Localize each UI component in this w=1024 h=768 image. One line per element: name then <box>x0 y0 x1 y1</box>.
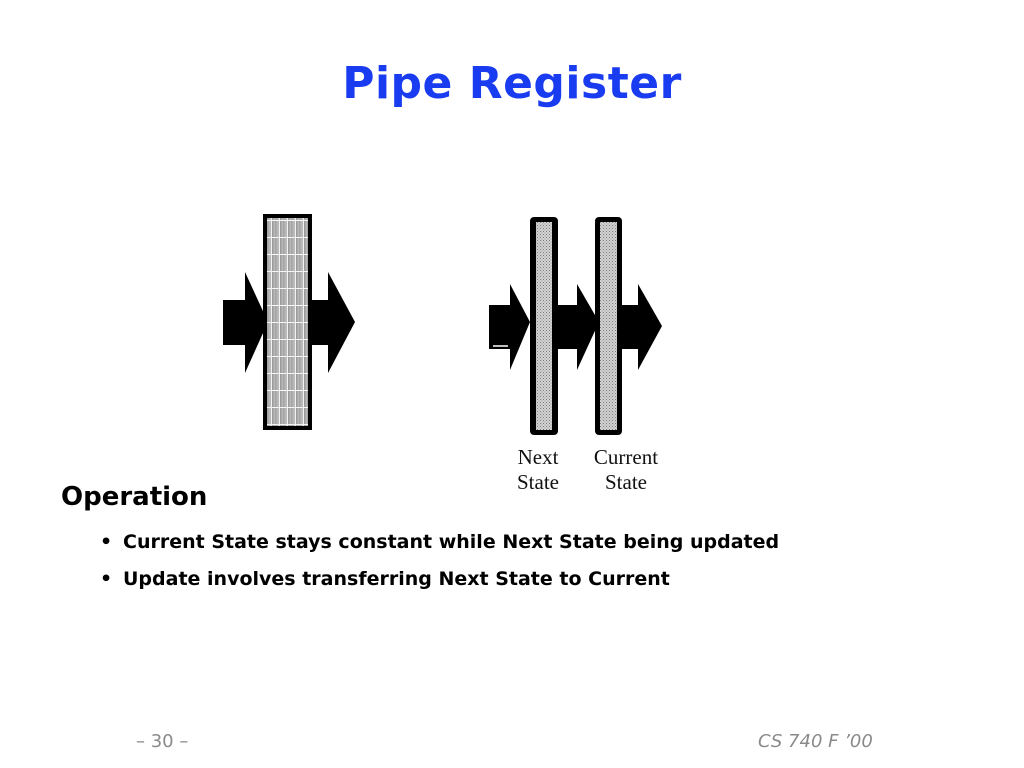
right-register-group <box>489 217 662 435</box>
output-arrow-icon <box>620 284 662 370</box>
transfer-arrow-icon <box>556 284 599 370</box>
slide-title: Pipe Register <box>342 58 682 109</box>
bullet-icon: • <box>100 531 113 553</box>
bullet-list: • Current State stays constant while Nex… <box>100 528 779 602</box>
current-state-label: Current State <box>593 445 659 494</box>
output-arrow-icon <box>308 272 355 373</box>
course-label: CS 740 F ’00 <box>758 731 873 752</box>
input-arrow-icon <box>489 284 530 370</box>
section-heading: Operation <box>61 482 208 512</box>
input-arrow-icon <box>223 272 268 373</box>
bullet-icon: • <box>100 568 113 590</box>
bullet-item: • Update involves transferring Next Stat… <box>100 565 779 602</box>
page-number: – 30 – <box>136 731 189 752</box>
left-register-group <box>223 214 355 430</box>
bullet-item: • Current State stays constant while Nex… <box>100 528 779 565</box>
next-state-label: Next State <box>517 445 559 494</box>
pipe-register-diagram <box>223 214 662 435</box>
